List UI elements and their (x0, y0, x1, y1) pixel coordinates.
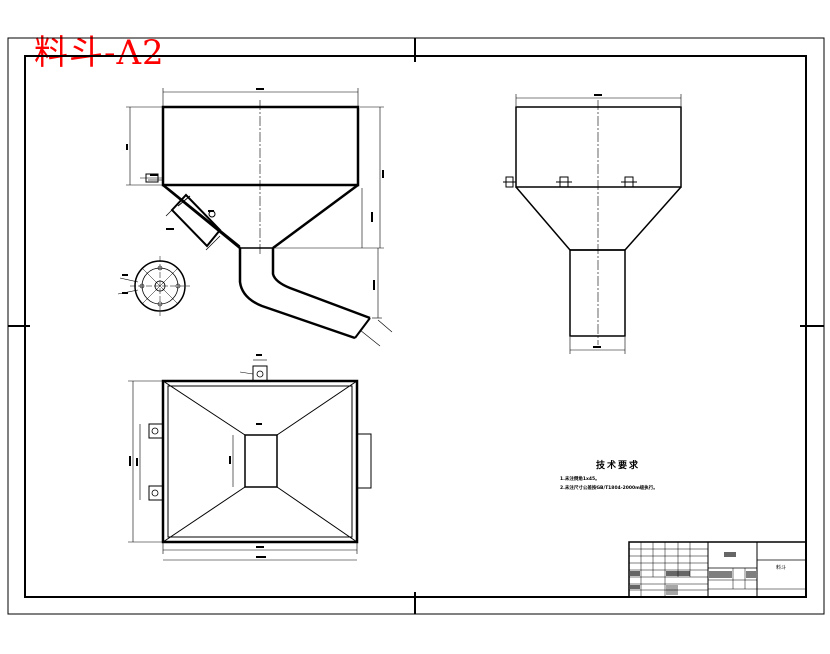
front-view (126, 88, 393, 347)
drawing-border (24, 55, 807, 598)
outer-frame (7, 37, 825, 615)
flange-detail (117, 256, 190, 316)
technical-note-1: 1.未注倒角1x45。 (560, 477, 600, 482)
technical-note-2: 2.未注尺寸公差按GB/T1804-2000m级执行。 (560, 486, 658, 491)
technical-requirements-heading: 技术要求 (596, 461, 641, 471)
top-view (128, 354, 372, 561)
drawing-title: 料斗-A2 (34, 33, 165, 73)
title-block (628, 541, 807, 598)
title-block-part-name: 料斗 (776, 564, 786, 571)
centering-marks (8, 38, 824, 614)
side-view (503, 94, 682, 354)
